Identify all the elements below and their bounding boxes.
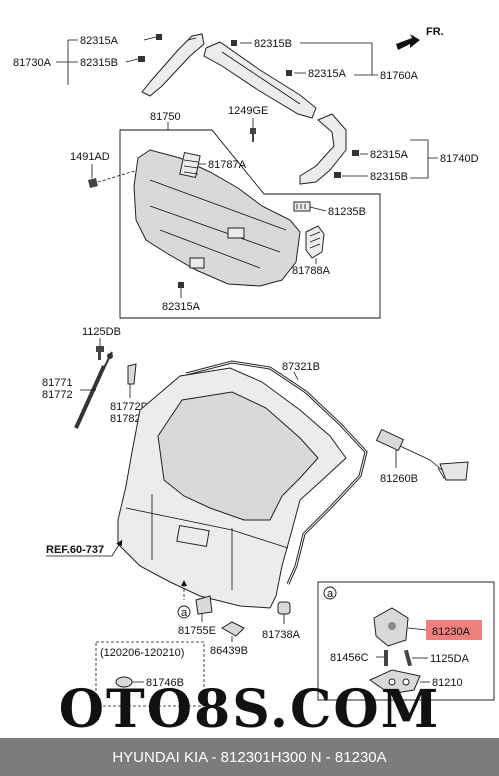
footer-bar: HYUNDAI KIA - 812301H300 N - 81230A xyxy=(0,738,499,776)
front-direction-label: FR. xyxy=(426,26,444,38)
label-82315a-mid: 82315A xyxy=(308,68,347,80)
watermark: OTO8S.COM xyxy=(58,679,441,740)
garnish-trim-upper xyxy=(203,41,317,119)
label-86439b: 86439B xyxy=(210,645,248,657)
striker-81210 xyxy=(368,669,421,695)
label-81210: 81210 xyxy=(432,677,463,689)
label-87321b: 87321B xyxy=(282,361,320,373)
label-1491ad: 1491AD xyxy=(70,151,110,163)
label-1249ge: 1249GE xyxy=(228,105,268,117)
label-82315b-top: 82315B xyxy=(254,38,292,50)
clip-82315b-left-icon xyxy=(138,56,145,62)
actuator-81260b xyxy=(375,428,469,481)
callout-a-label: a xyxy=(181,607,188,619)
gas-lift-strut xyxy=(74,351,113,429)
label-81260b: 81260B xyxy=(380,473,418,485)
handle-81788a xyxy=(305,225,325,259)
tailgate-outer-panel xyxy=(117,367,347,609)
latch-81230a xyxy=(373,607,409,647)
label-81782: 81782 xyxy=(110,413,141,425)
label-81760a: 81760A xyxy=(380,70,419,82)
label-82315a-bottom: 82315A xyxy=(162,301,201,313)
front-direction-arrow-icon xyxy=(396,34,420,50)
clip-82315a-mid-icon xyxy=(286,70,292,76)
garnish-trim-left xyxy=(141,33,205,97)
clip-82315b-right-icon xyxy=(334,172,341,178)
label-81772: 81772 xyxy=(42,389,73,401)
garnish-trim-right xyxy=(299,113,347,185)
bracket-86439b xyxy=(221,621,245,637)
handle-grille-81787a xyxy=(179,151,201,179)
label-81738a: 81738A xyxy=(262,629,301,641)
label-1125db: 1125DB xyxy=(82,326,121,338)
label-81235b: 81235B xyxy=(328,206,366,218)
callout-a-marker xyxy=(177,605,191,619)
bolt-1125db-icon xyxy=(96,346,104,360)
label-81740d: 81740D xyxy=(440,153,479,165)
label-81771: 81771 xyxy=(42,377,73,389)
date-range-label: (120206-120210) xyxy=(100,647,184,659)
label-81746b: 81746B xyxy=(146,677,184,689)
label-81755e: 81755E xyxy=(178,625,216,637)
inset-latch-box xyxy=(317,581,495,701)
label-81787a: 81787A xyxy=(208,159,247,171)
bracket-81772d xyxy=(127,363,137,385)
clip-82315a-right-icon xyxy=(352,150,359,156)
inset-a-label: a xyxy=(327,588,334,600)
clip-82315a-top-icon xyxy=(156,34,162,40)
ref-label: REF.60-737 xyxy=(46,544,104,556)
highlight-81230a xyxy=(426,620,482,640)
label-81456c: 81456C xyxy=(330,652,369,664)
label-81750: 81750 xyxy=(150,111,181,123)
inset-a-marker xyxy=(323,586,337,600)
label-82315b-left: 82315B xyxy=(80,57,118,69)
bumper-81738a xyxy=(277,601,291,615)
label-82315a-top: 82315A xyxy=(80,35,119,47)
clip-82315a-bottom-icon xyxy=(178,282,184,288)
label-81730a: 81730A xyxy=(13,57,52,69)
label-82315a-right: 82315A xyxy=(370,149,409,161)
bolt-1125da-icon xyxy=(403,649,413,667)
bumper-81755e xyxy=(195,595,213,615)
label-81230a: 81230A xyxy=(432,626,471,638)
label-81772d: 81772D xyxy=(110,401,149,413)
weatherstrip-87321b xyxy=(185,360,368,585)
clip-82315b-top-icon xyxy=(231,40,237,46)
label-82315b-right: 82315B xyxy=(370,171,408,183)
switch-81235b xyxy=(293,201,311,212)
label-1125da: 1125DA xyxy=(430,653,470,665)
bolt-81456c-icon xyxy=(384,650,388,666)
bolt-1249ge-icon xyxy=(250,128,256,142)
clip-1491ad-icon xyxy=(88,178,98,188)
label-81788a: 81788A xyxy=(292,265,331,277)
tailgate-inner-trim-panel xyxy=(133,149,301,287)
